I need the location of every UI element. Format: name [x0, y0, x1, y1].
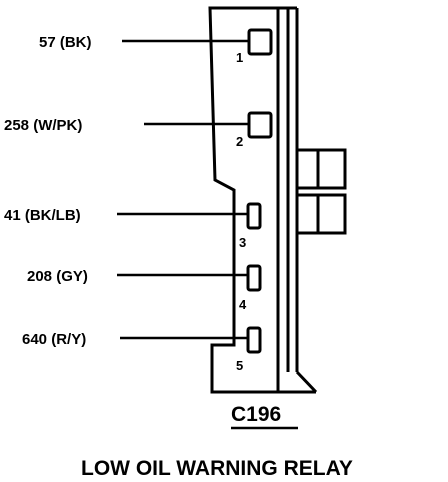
wire-label-5: 640 (R/Y): [22, 331, 86, 348]
wire-label-2: 258 (W/PK): [4, 117, 82, 134]
connector-body: [208, 6, 347, 394]
pin-4-cavity: [246, 264, 262, 292]
pin-number-1: 1: [236, 50, 243, 65]
pin-cavities: [246, 28, 273, 354]
pin-3-cavity: [246, 202, 262, 230]
pin-number-2: 2: [236, 134, 243, 149]
wires: [117, 39, 249, 340]
connector-id: C196: [231, 403, 281, 426]
pin-number-5: 5: [236, 358, 243, 373]
pin-number-4: 4: [239, 297, 247, 312]
wire-label-3: 41 (BK/LB): [4, 207, 81, 224]
component-name: LOW OIL WARNING RELAY: [81, 457, 353, 480]
pin-1-cavity: [247, 28, 273, 56]
pin-number-3: 3: [239, 235, 246, 250]
pin-2-cavity: [247, 111, 273, 139]
wire-label-1: 57 (BK): [39, 34, 92, 51]
wire-label-4: 208 (GY): [27, 268, 88, 285]
pin-5-cavity: [246, 326, 262, 354]
